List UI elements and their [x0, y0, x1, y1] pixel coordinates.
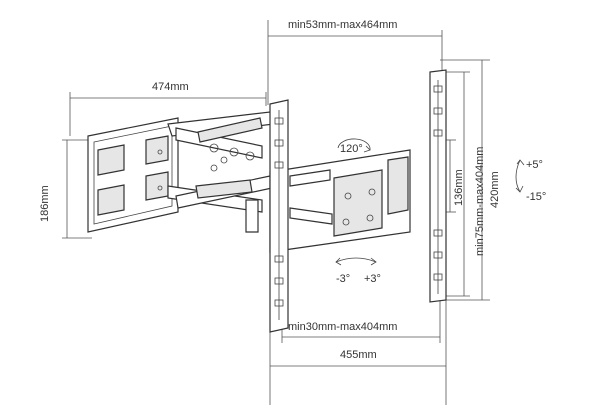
wall-width-dimension: 474mm [69, 81, 267, 136]
lower-arm [167, 156, 273, 233]
rotate-arrow-icon [337, 138, 371, 151]
overall-width-label: 455mm [340, 349, 377, 361]
tilt-indicator: +5° -15° [515, 159, 546, 203]
wall-height-dimension: 186mm [39, 139, 92, 239]
wall-height-label: 186mm [39, 185, 51, 222]
top-span-dimension: min53mm-max464mm [267, 19, 443, 105]
left-vesa-rail [269, 99, 289, 333]
vesa-vertical-label: min75mm-max404mm [474, 147, 486, 256]
level-arrow-icon [335, 257, 377, 263]
right-vesa-rail [429, 69, 447, 303]
overall-width-dimension: 455mm [269, 300, 447, 405]
tilt-up-label: +5° [526, 159, 543, 171]
overall-height-dimension: 420mm [440, 59, 501, 301]
vesa-horizontal-label: min30mm-max404mm [288, 321, 397, 333]
vesa-vertical-dimension: min75mm-max404mm [440, 71, 486, 297]
top-span-label: min53mm-max464mm [288, 19, 397, 31]
wall-width-label: 474mm [152, 81, 189, 93]
plate-height-dimension: 136mm [444, 139, 465, 213]
tilt-arrow-icon [515, 159, 521, 193]
level-indicator: -3° +3° [335, 257, 381, 285]
swivel-indicator: 120° [337, 138, 371, 155]
wall-plate [87, 117, 179, 233]
center-plate [269, 149, 411, 253]
level-right-label: +3° [364, 273, 381, 285]
vesa-horizontal-dimension: min30mm-max404mm [281, 300, 441, 343]
plate-height-label: 136mm [453, 169, 465, 206]
swivel-label: 120° [340, 143, 363, 155]
upper-arm [167, 111, 275, 161]
overall-height-label: 420mm [489, 171, 501, 208]
level-left-label: -3° [336, 273, 350, 285]
tilt-down-label: -15° [526, 191, 546, 203]
